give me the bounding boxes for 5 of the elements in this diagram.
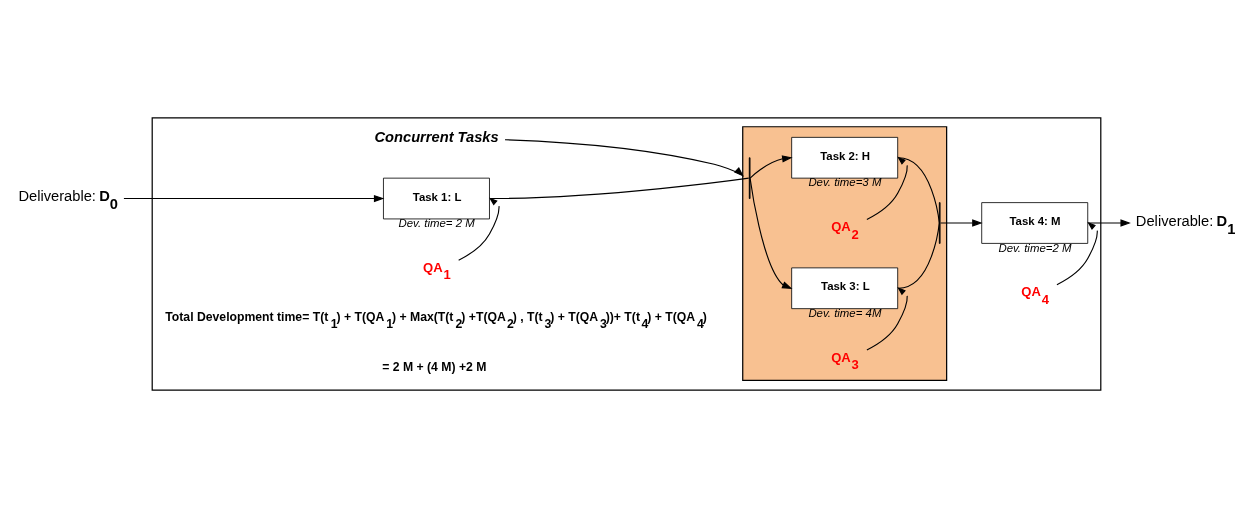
node-label: Dev. time=2 M	[998, 241, 1072, 254]
node-label: Dev. time= 2 M	[398, 217, 475, 230]
node-label: Dev. time=3 M	[808, 176, 882, 189]
node-text: Concurrent Tasks	[374, 128, 499, 145]
label: = 2 M + (4 M) +2 M	[382, 360, 487, 375]
